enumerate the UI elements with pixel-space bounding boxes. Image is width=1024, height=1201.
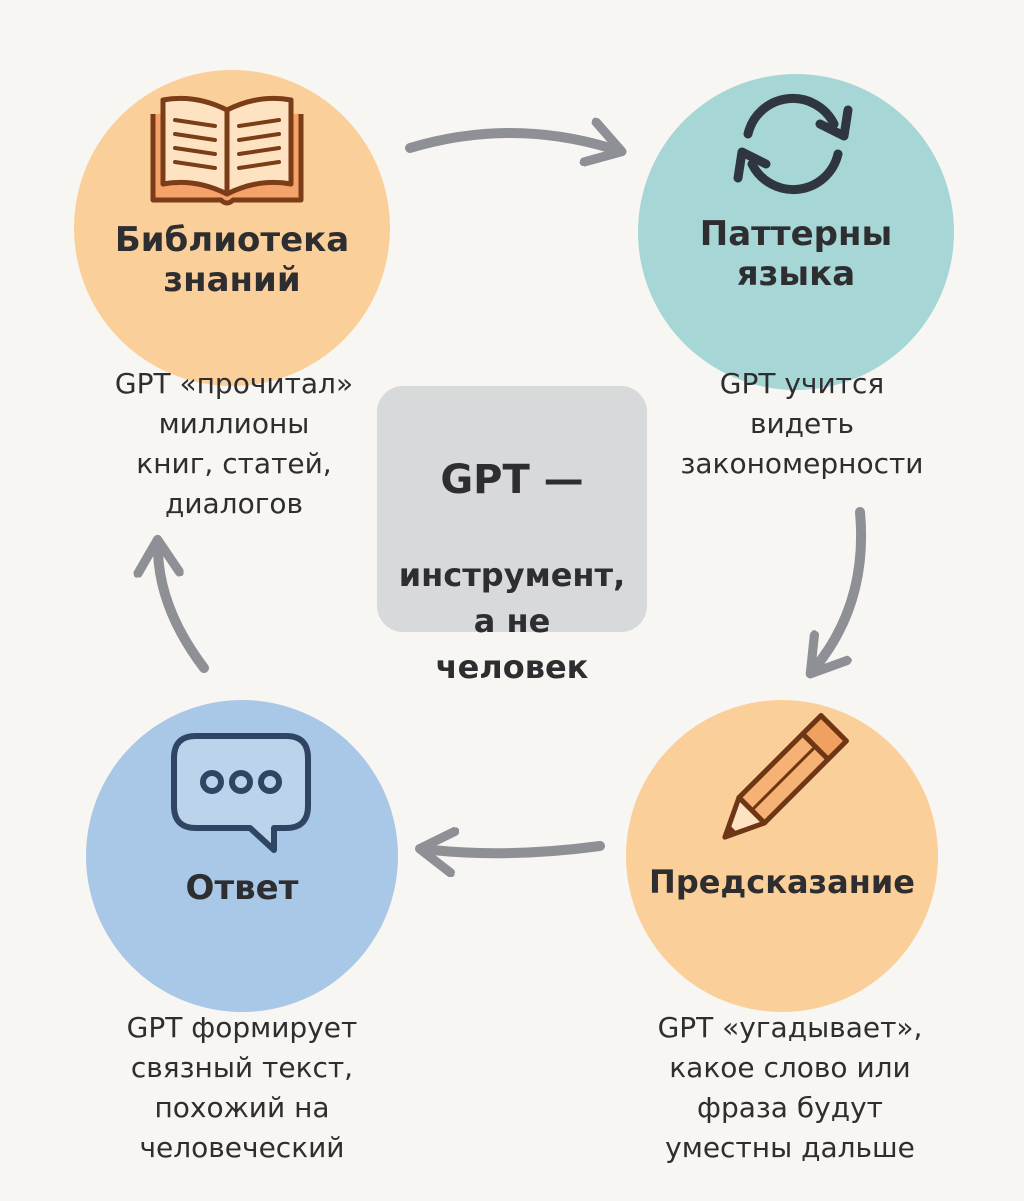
center-card-text: GPT — инструмент, а не человек bbox=[377, 408, 647, 690]
arrow-prediction-to-answer bbox=[432, 846, 605, 853]
chat-bubble-icon bbox=[171, 733, 311, 853]
node-prediction-description: GPT «угадывает», какое слово или фраза б… bbox=[657, 1011, 923, 1164]
arrow-answer-to-library bbox=[158, 552, 209, 673]
node-library-title: Библиотека знаний bbox=[114, 220, 350, 300]
cycle-arrows-icon bbox=[733, 93, 853, 195]
arrow-patterns-to-prediction bbox=[818, 507, 867, 664]
node-library: Библиотека знаний bbox=[74, 70, 390, 386]
node-patterns-description: GPT учится видеть закономерности bbox=[680, 367, 924, 480]
node-answer-title: Ответ bbox=[185, 868, 299, 908]
book-icon bbox=[150, 95, 304, 206]
pencil-icon bbox=[722, 713, 849, 840]
center-card-heading: GPT — bbox=[440, 457, 584, 503]
center-card: GPT — инструмент, а не человек bbox=[377, 386, 647, 686]
node-patterns-title: Паттерны языка bbox=[699, 214, 893, 294]
center-card-subtext: инструмент, а не человек bbox=[398, 556, 626, 686]
node-answer-description: GPT формирует связный текст, похожий на … bbox=[126, 1011, 358, 1164]
node-library-description: GPT «прочитал» миллионы книг, статей, ди… bbox=[114, 367, 354, 520]
node-answer: Ответ bbox=[86, 700, 398, 1012]
arrow-library-to-patterns bbox=[405, 133, 610, 148]
node-patterns: Паттерны языка bbox=[638, 74, 954, 390]
node-prediction: Предсказание bbox=[626, 700, 938, 1012]
node-prediction-title: Предсказание bbox=[649, 863, 915, 901]
